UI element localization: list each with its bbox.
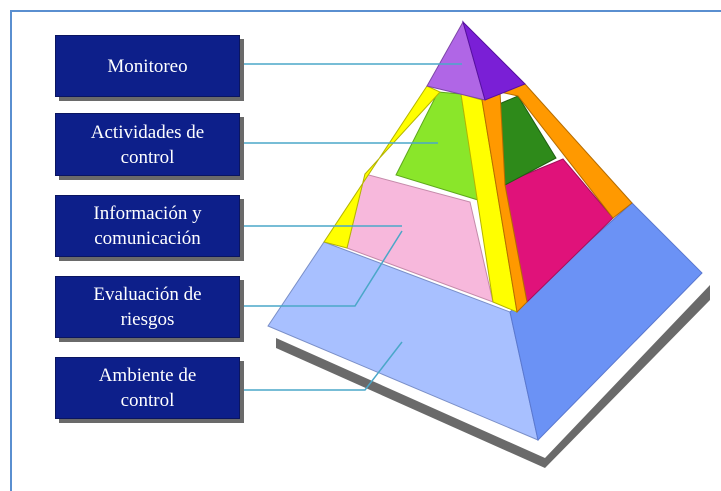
level-label-text: Información y comunicación (93, 203, 202, 249)
connector-line-4 (240, 230, 403, 307)
level-label-text: Ambiente de control (98, 365, 197, 411)
level-label-actividades-de-control: Actividades de control (55, 113, 240, 176)
pyramid-shadow (276, 285, 710, 468)
level-label-evaluacion-de-riesgos: Evaluación de riesgos (55, 276, 240, 338)
apex-side-face (461, 20, 526, 101)
level-label-ambiente-de-control: Ambiente de control (55, 357, 240, 419)
yellow-edge-left (323, 85, 441, 249)
level-label-text: Actividades de control (90, 121, 205, 168)
level-label-text: Monitoreo (107, 55, 188, 77)
level-label-monitoreo: Monitoreo (55, 35, 240, 97)
frame-top-border (10, 10, 721, 12)
level-label-text: Evaluación de riesgos (93, 284, 202, 330)
level-label-informacion-y-comunicacion: Información y comunicación (55, 195, 240, 257)
frame-left-border (10, 10, 12, 491)
connector-line-5 (240, 341, 403, 391)
